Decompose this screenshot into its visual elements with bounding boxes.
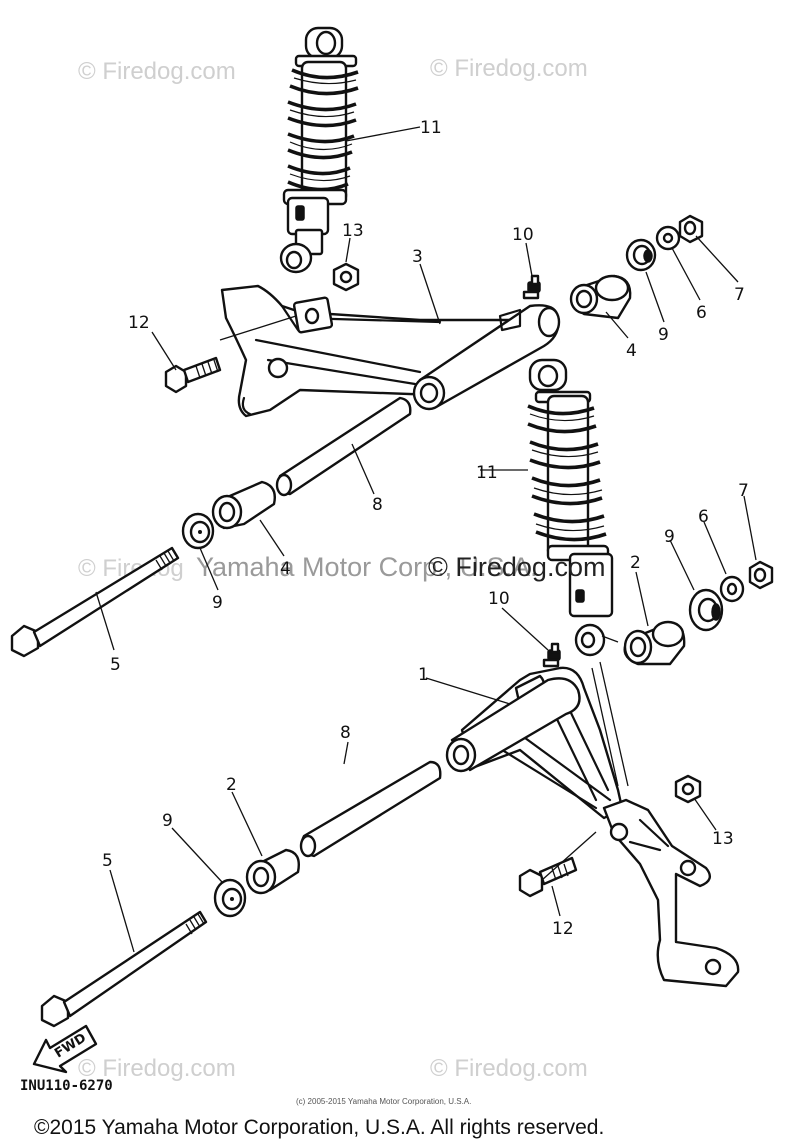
callout-13-bottom: 13 — [712, 829, 734, 849]
bottom-arm-1 — [460, 666, 624, 820]
bottom-bushing-2-left — [245, 848, 300, 895]
callout-9-bottom-left: 9 — [162, 811, 173, 831]
callout-6-top: 6 — [696, 303, 707, 323]
top-collar-8 — [275, 396, 412, 497]
bottom-seal-9-right — [688, 588, 724, 632]
callout-9-top-right: 9 — [658, 325, 669, 345]
callout-11-top: 11 — [420, 118, 442, 138]
callout-3: 3 — [412, 247, 423, 267]
callout-8-bottom: 8 — [340, 723, 351, 743]
footer-copyright: ©2015 Yamaha Motor Corporation, U.S.A. A… — [34, 1116, 604, 1139]
bottom-nut-13 — [674, 774, 702, 804]
callout-labels: 11 13 3 10 12 7 6 9 4 8 11 4 9 5 2 9 6 7… — [102, 118, 749, 939]
top-nut-13 — [332, 262, 360, 292]
callout-13-top: 13 — [342, 221, 364, 241]
watermark-top-right: © Firedog.com — [430, 55, 588, 82]
small-copyright: (c) 2005-2015 Yamaha Motor Corporation, … — [296, 1097, 471, 1106]
callout-4-left: 4 — [280, 559, 291, 579]
callout-8-top: 8 — [372, 495, 383, 515]
callout-10-top: 10 — [512, 225, 534, 245]
top-nut-7 — [678, 214, 704, 244]
top-washer-6 — [655, 225, 681, 251]
bottom-bolt-12 — [518, 856, 578, 898]
leader-lines — [95, 126, 757, 953]
top-grease-nipple-10 — [522, 274, 541, 300]
top-shock-absorber — [279, 26, 359, 274]
callout-10-bottom: 10 — [488, 589, 510, 609]
left-seal-9 — [181, 512, 215, 550]
left-bushing-4 — [211, 480, 276, 530]
bottom-grease-nipple-10 — [542, 642, 561, 668]
watermark-firedog-mid: © Firedog.com — [428, 552, 605, 582]
callout-11-bottom: 11 — [476, 463, 498, 483]
bottom-pivot-bolt-5 — [40, 910, 208, 1028]
watermark-yamaha: Yamaha Motor Corp., U.S.A. — [196, 552, 538, 582]
callout-1: 1 — [418, 665, 429, 685]
bottom-collar-8 — [299, 760, 442, 858]
watermark-bottom-right: © Firedog.com — [430, 1055, 588, 1082]
bottom-nut-7 — [748, 560, 774, 590]
bottom-washer-6 — [719, 575, 745, 603]
callout-6-bottom: 6 — [698, 507, 709, 527]
callout-4-top-right: 4 — [626, 341, 637, 361]
callout-12-bottom: 12 — [552, 919, 574, 939]
bottom-pivot-tube — [445, 677, 581, 773]
top-shock-spring — [287, 68, 359, 192]
callout-2-right: 2 — [630, 553, 641, 573]
callout-9-bottom-right: 9 — [664, 527, 675, 547]
watermark-top-left: © Firedog.com — [78, 58, 236, 85]
bottom-bracket — [602, 798, 740, 988]
bottom-shock-spring — [527, 404, 607, 542]
callout-9-left: 9 — [212, 593, 223, 613]
watermark-bottom-left: © Firedog.com — [78, 1055, 236, 1082]
callout-7-bottom: 7 — [738, 481, 749, 501]
top-bolt-12 — [164, 356, 222, 394]
bottom-bushing-2-right — [623, 620, 686, 666]
top-seal-9-right — [625, 238, 657, 272]
callout-5-top: 5 — [110, 655, 121, 675]
top-pivot-tube — [412, 304, 561, 411]
callout-12-top: 12 — [128, 313, 150, 333]
top-pivot-bolt-5 — [10, 546, 180, 658]
callout-2-left: 2 — [226, 775, 237, 795]
bottom-seal-9-left — [213, 878, 247, 918]
top-bushing-4-right — [569, 274, 632, 320]
bottom-shock-absorber — [527, 358, 614, 657]
diagram-code: INU110-6270 — [20, 1078, 113, 1094]
callout-7-top: 7 — [734, 285, 745, 305]
callout-5-bottom: 5 — [102, 851, 113, 871]
